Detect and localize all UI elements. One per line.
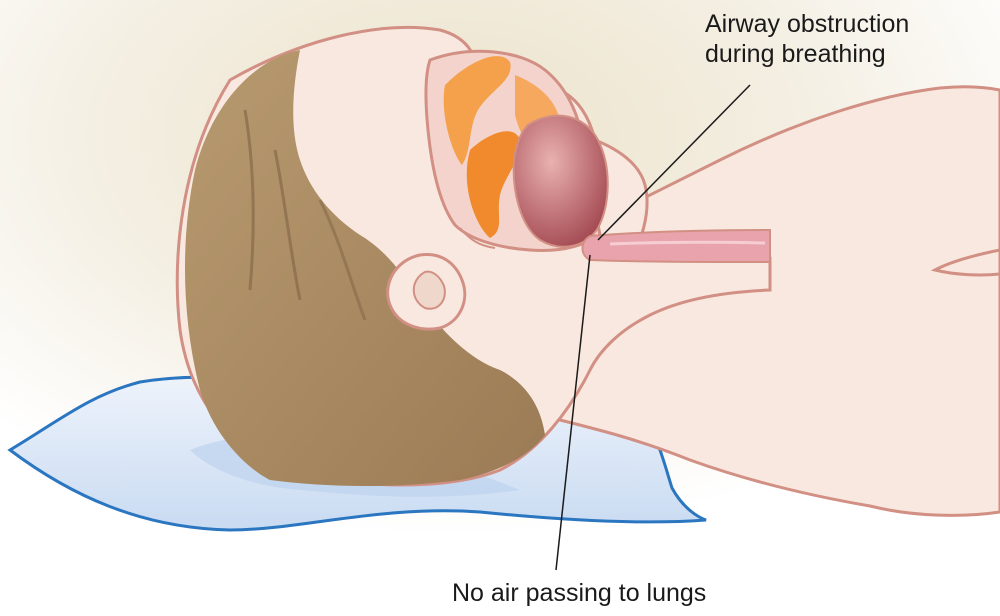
airway-label-line-2: during breathing [705, 39, 909, 69]
airway-trachea [583, 230, 771, 262]
airway-obstruction-label: Airway obstruction during breathing [705, 9, 909, 69]
airway-highlight [610, 242, 765, 244]
airway-label-line-1: Airway obstruction [705, 9, 909, 39]
tongue [514, 116, 608, 247]
no-air-label: No air passing to lungs [452, 578, 706, 608]
